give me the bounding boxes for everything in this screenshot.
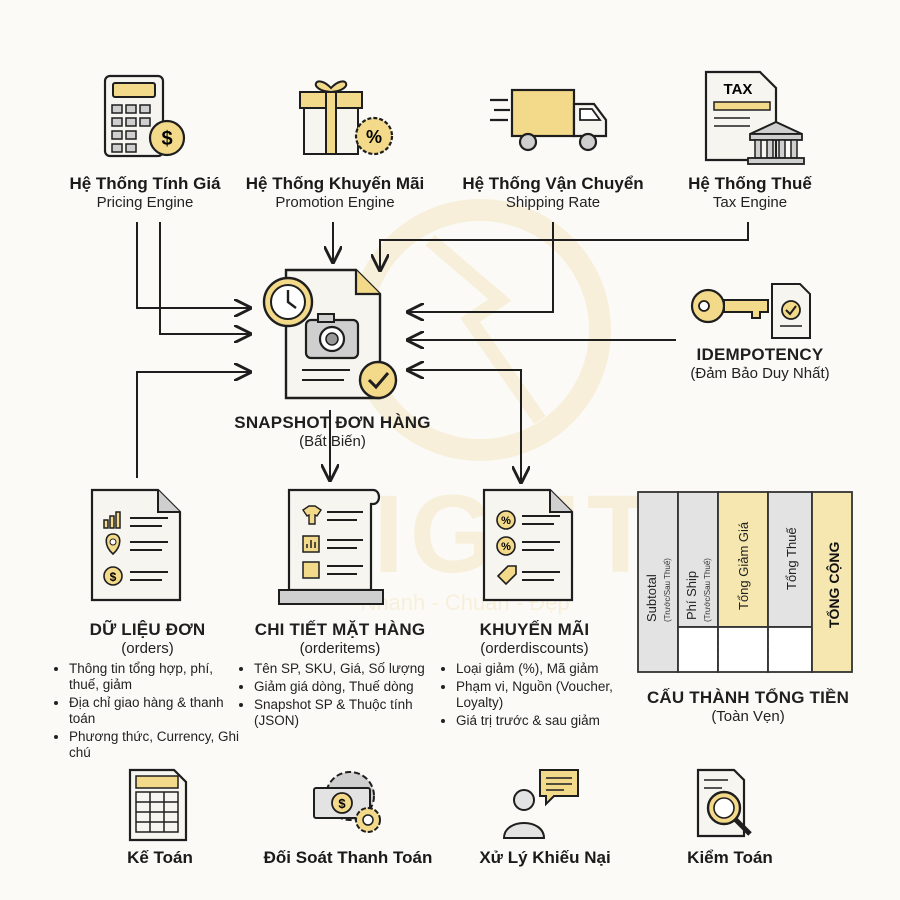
column-ship-remainder bbox=[677, 626, 719, 673]
table-orders: DỮ LIỆU ĐƠN (orders) Thông tin tổng hợp,… bbox=[55, 620, 240, 763]
source-promotion: Hệ Thống Khuyến Mãi Promotion Engine bbox=[240, 174, 430, 211]
arrow-tax bbox=[380, 222, 749, 270]
bullet-item: Loại giảm (%), Mã giảm bbox=[456, 661, 627, 677]
source-title: Hệ Thống Vận Chuyển bbox=[462, 174, 644, 193]
table-subtitle: (orders) bbox=[121, 640, 174, 657]
source-title: Hệ Thống Thuế bbox=[688, 174, 812, 193]
source-pricing: Hệ Thống Tính Giá Pricing Engine bbox=[55, 174, 235, 211]
source-title: Hệ Thống Khuyến Mãi bbox=[245, 174, 425, 193]
source-subtitle: Tax Engine bbox=[712, 194, 788, 211]
snapshot-subtitle: (Bất Biến) bbox=[299, 433, 366, 450]
table-bullets: Thông tin tổng hợp, phí, thuế, giảm Địa … bbox=[55, 661, 240, 761]
discounts-document-icon: % % bbox=[482, 488, 574, 602]
column-label-discount: Tổng Giảm Giá bbox=[736, 521, 751, 610]
orders-document-icon: $ bbox=[90, 488, 182, 602]
arrow-orders bbox=[136, 372, 250, 478]
column-label-tax: Tổng Thuế bbox=[784, 527, 799, 590]
column-total bbox=[811, 491, 853, 673]
column-discount-remainder bbox=[717, 626, 769, 673]
svg-text:%: % bbox=[366, 127, 382, 147]
snapshot-label: SNAPSHOT ĐƠN HÀNG (Bất Biến) bbox=[220, 413, 445, 450]
source-shipping: Hệ Thống Vận Chuyển Shipping Rate bbox=[450, 174, 656, 211]
svg-text:$: $ bbox=[161, 128, 172, 150]
svg-text:TAX: TAX bbox=[724, 81, 753, 98]
idempotency-title: IDEMPOTENCY bbox=[696, 345, 824, 364]
snapshot-document-icon bbox=[262, 268, 398, 400]
bullet-item: Tên SP, SKU, Giá, Số lượng bbox=[254, 661, 440, 677]
table-bullets: Tên SP, SKU, Giá, Số lượng Giảm giá dòng… bbox=[240, 661, 440, 729]
table-subtitle: (orderitems) bbox=[299, 640, 381, 657]
idempotency-label: IDEMPOTENCY (Đảm Bảo Duy Nhất) bbox=[660, 345, 860, 382]
table-title: DỮ LIỆU ĐƠN bbox=[89, 620, 206, 639]
audit-magnifier-icon bbox=[696, 768, 752, 838]
column-label-ship: Phí Ship bbox=[684, 571, 699, 620]
arrow-discounts bbox=[408, 370, 521, 482]
column-subtotal bbox=[637, 491, 679, 673]
delivery-truck-icon bbox=[490, 88, 608, 152]
table-orderdiscounts: KHUYẾN MÃI (orderdiscounts) Loại giảm (%… bbox=[442, 620, 627, 731]
consumer-audit: Kiểm Toán bbox=[687, 848, 773, 867]
ledger-icon bbox=[128, 768, 188, 842]
gift-percent-icon: % bbox=[299, 80, 394, 156]
svg-text:$: $ bbox=[110, 570, 117, 584]
arrow-shipping bbox=[408, 222, 554, 312]
tax-building-icon: TAX bbox=[704, 70, 805, 165]
arrow-pricing-lower bbox=[159, 222, 250, 334]
bullet-item: Phạm vi, Nguồn (Voucher, Loyalty) bbox=[456, 679, 627, 711]
column-label-subtotal: Subtotal bbox=[644, 574, 659, 622]
total-title: CẤU THÀNH TỔNG TIỀN bbox=[646, 688, 850, 707]
column-label-total: TỔNG CỘNG bbox=[825, 542, 842, 628]
idempotency-subtitle: (Đảm Bảo Duy Nhất) bbox=[690, 365, 830, 382]
svg-text:$: $ bbox=[338, 796, 346, 811]
svg-text:%: % bbox=[501, 541, 511, 553]
source-tax: Hệ Thống Thuế Tax Engine bbox=[670, 174, 830, 211]
calculator-dollar-icon: $ bbox=[103, 74, 186, 158]
bullet-item: Địa chỉ giao hàng & thanh toán bbox=[69, 695, 240, 727]
source-title: Hệ Thống Tính Giá bbox=[69, 174, 221, 193]
svg-text:%: % bbox=[501, 515, 511, 527]
bullet-item: Snapshot SP & Thuộc tính (JSON) bbox=[254, 697, 440, 729]
bullet-item: Giảm giá dòng, Thuế dòng bbox=[254, 679, 440, 695]
orderitems-scroll-icon bbox=[278, 488, 384, 605]
bullet-item: Giá trị trước & sau giảm bbox=[456, 713, 627, 729]
bullet-item: Thông tin tổng hợp, phí, thuế, giảm bbox=[69, 661, 240, 693]
table-subtitle: (orderdiscounts) bbox=[480, 640, 589, 657]
source-subtitle: Shipping Rate bbox=[505, 194, 601, 211]
consumer-payment-reconciliation: Đối Soát Thanh Toán bbox=[263, 848, 433, 867]
table-orderitems: CHI TIẾT MẶT HÀNG (orderitems) Tên SP, S… bbox=[240, 620, 440, 731]
bullet-item: Phương thức, Currency, Ghi chú bbox=[69, 729, 240, 761]
money-gear-icon: $ bbox=[313, 771, 381, 833]
column-note-ship: (Trước/Sau Thuế) bbox=[703, 558, 712, 622]
column-note-subtotal: (Trước/Sau Thuế) bbox=[663, 558, 672, 622]
arrow-pricing-upper bbox=[136, 222, 250, 308]
consumer-accounting: Kế Toán bbox=[127, 848, 193, 867]
source-subtitle: Pricing Engine bbox=[96, 194, 194, 211]
key-document-icon bbox=[690, 283, 811, 339]
table-title: CHI TIẾT MẶT HÀNG bbox=[254, 620, 426, 639]
table-title: KHUYẾN MÃI bbox=[479, 620, 590, 639]
total-subtitle: (Toàn Vẹn) bbox=[711, 708, 785, 725]
consumer-complaint-handling: Xử Lý Khiếu Nại bbox=[479, 848, 611, 867]
column-tax bbox=[767, 491, 813, 628]
source-subtitle: Promotion Engine bbox=[275, 194, 395, 211]
support-person-chat-icon bbox=[502, 769, 579, 839]
total-composition-diagram: Subtotal (Trước/Sau Thuế) Phí Ship (Trướ… bbox=[637, 491, 853, 673]
total-composition-label: CẤU THÀNH TỔNG TIỀN (Toàn Vẹn) bbox=[626, 688, 870, 725]
column-tax-remainder bbox=[767, 626, 813, 673]
snapshot-title: SNAPSHOT ĐƠN HÀNG bbox=[234, 413, 431, 432]
table-bullets: Loại giảm (%), Mã giảm Phạm vi, Nguồn (V… bbox=[442, 661, 627, 729]
